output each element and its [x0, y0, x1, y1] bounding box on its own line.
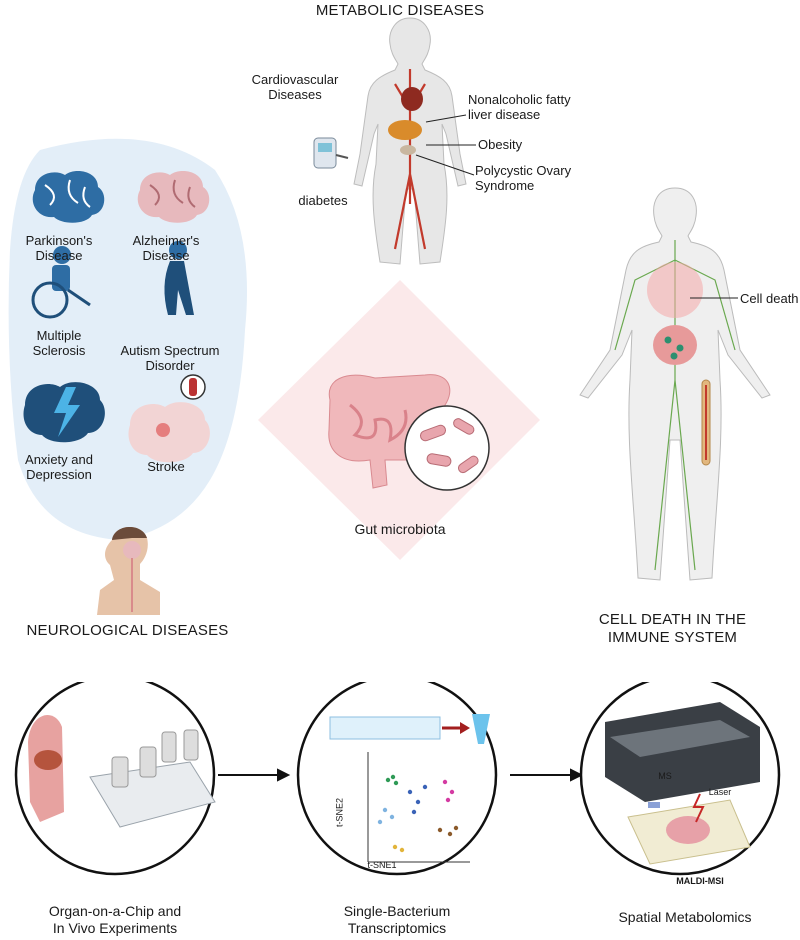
- maldi-caption: MALDI-MSI: [676, 876, 724, 886]
- metabolic-leader-lines: [313, 114, 476, 176]
- pipeline-circles: [14, 682, 781, 876]
- metabolic-heading: METABOLIC DISEASES: [315, 2, 485, 19]
- maldi-laser-label: Laser: [708, 787, 732, 797]
- tsne-xlabel: t-SNE1: [367, 860, 397, 870]
- metabolic-body-figure: [353, 17, 467, 265]
- neuro-label-alzheimers: Alzheimer's Disease: [132, 233, 200, 263]
- circle-spatial-metabolomics: [579, 682, 781, 876]
- immune-body-figure: [579, 187, 771, 581]
- label-pcos: Polycystic Ovary Syndrome: [475, 163, 572, 193]
- label-cell-death: Cell death: [740, 291, 799, 306]
- glucometer-icon: [313, 137, 349, 169]
- pipeline-arrows: [218, 768, 584, 782]
- step-label-spatial-metabolomics: Spatial Metabolomics: [618, 909, 752, 925]
- neuro-heading: NEUROLOGICAL DISEASES: [26, 622, 229, 639]
- person-icon-autism: [164, 241, 194, 315]
- brain-icon-alzheimers: [137, 171, 210, 223]
- neuro-label-ms: Multiple Sclerosis: [32, 328, 86, 358]
- gut-illustration: [328, 374, 490, 491]
- brain-icon-anxiety: [23, 382, 105, 443]
- brain-icon-stroke: [128, 374, 210, 463]
- tsne-ylabel: t-SNE2: [334, 798, 345, 828]
- neuro-icons: [23, 171, 210, 463]
- neuro-label-stroke: Stroke: [147, 459, 185, 474]
- circle-single-bacterium: [296, 682, 498, 876]
- neuro-label-parkinsons: Parkinson's Disease: [25, 233, 93, 263]
- label-cardiovascular: Cardiovascular Diseases: [251, 72, 339, 102]
- neuro-label-autism: Autism Spectrum Disorder: [120, 343, 220, 373]
- label-nafld: Nonalcoholic fatty liver disease: [468, 92, 571, 122]
- step-label-single-bacterium: Single-Bacterium Transcriptomics: [343, 903, 451, 936]
- brain-icon-parkinsons: [32, 171, 105, 223]
- label-diabetes: diabetes: [298, 193, 348, 208]
- step-label-organ-on-chip: Organ-on-a-Chip and In Vivo Experiments: [48, 903, 182, 936]
- immune-heading: CELL DEATH IN THE IMMUNE SYSTEM: [598, 611, 747, 646]
- head-profile-figure: [97, 526, 160, 615]
- wheelchair-icon: [31, 246, 91, 319]
- circle-organ-on-chip: [14, 682, 216, 876]
- label-obesity: Obesity: [478, 137, 523, 152]
- neuro-label-anxiety: Anxiety and Depression: [25, 452, 93, 482]
- maldi-ms-label: MS: [658, 771, 672, 781]
- gut-label: Gut microbiota: [354, 521, 446, 537]
